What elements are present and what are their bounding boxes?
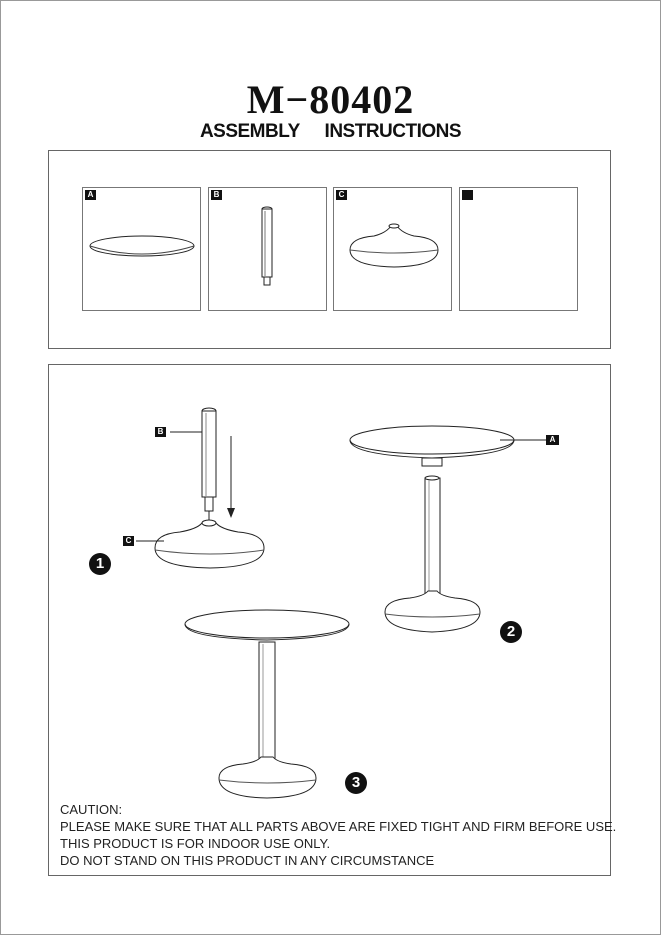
part-tag-a: A: [85, 190, 96, 200]
callout-tag-pole: B: [155, 427, 166, 437]
part-tag-empty: [462, 190, 473, 200]
assembly-steps-panel: [48, 364, 611, 876]
step-number-3: 3: [351, 774, 361, 791]
step2-illustration: [349, 425, 546, 633]
part-box-c: C: [333, 187, 452, 311]
part-tag-b: B: [211, 190, 222, 200]
caution-line: PLEASE MAKE SURE THAT ALL PARTS ABOVE AR…: [60, 819, 617, 834]
step-3-badge: [345, 772, 367, 794]
part-box-a: A: [82, 187, 201, 311]
pole-icon: [261, 206, 273, 286]
base-disc-icon: [349, 223, 439, 268]
subtitle-assembly: ASSEMBLY: [199, 121, 300, 142]
part-box-empty: [459, 187, 578, 311]
step-2-badge: [500, 621, 522, 643]
part-tag-c: C: [336, 190, 347, 200]
caution-block: CAUTION: PLEASE MAKE SURE THAT ALL PARTS…: [60, 801, 616, 869]
caution-line: THIS PRODUCT IS FOR INDOOR USE ONLY.: [60, 836, 331, 851]
subtitle-instructions: INSTRUCTIONS: [324, 121, 462, 142]
step1-illustration: [136, 407, 265, 569]
step-number-2: 2: [506, 623, 516, 640]
part-box-b: B: [208, 187, 327, 311]
round-tabletop-icon: [89, 235, 195, 257]
step-number-1: 1: [95, 555, 105, 572]
step-1-badge: [89, 553, 111, 575]
caution-heading: CAUTION:: [60, 802, 123, 817]
step3-illustration: [184, 609, 350, 799]
parts-list-panel: [48, 150, 611, 349]
callout-tag-base: C: [123, 536, 134, 546]
document-subtitle: ASSEMBLY INSTRUCTIONS: [0, 121, 661, 143]
model-number: M−80402: [246, 77, 415, 122]
callout-tag-top: A: [546, 435, 559, 445]
caution-line: DO NOT STAND ON THIS PRODUCT IN ANY CIRC…: [60, 853, 435, 868]
